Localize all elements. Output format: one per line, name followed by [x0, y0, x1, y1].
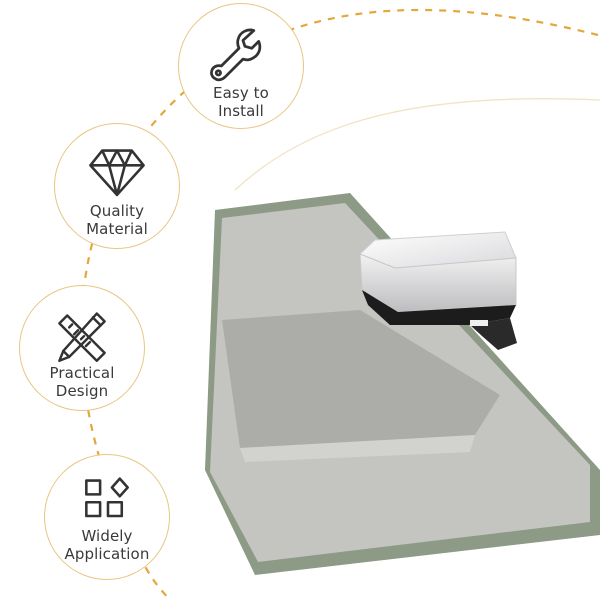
feature-label-line1: Practical	[49, 364, 115, 382]
product-circle-outline	[234, 98, 600, 191]
glass-clamp	[359, 231, 517, 350]
feature-label-line2: Material	[86, 220, 148, 238]
feature-label-line1: Widely	[81, 527, 133, 545]
feature-label-line2: Install	[218, 102, 264, 120]
feature-quality-material: Quality Material	[54, 123, 180, 249]
grid-shapes-icon	[85, 477, 129, 518]
wrench-icon	[210, 28, 262, 82]
diamond-icon	[89, 149, 145, 197]
clamp-gasket	[362, 290, 516, 325]
feature-practical-design: Practical Design	[19, 285, 145, 411]
feature-label-line1: Easy to	[213, 84, 269, 102]
feature-easy-to-install: Easy to Install	[178, 3, 304, 129]
feature-widely-application: Widely Application	[44, 454, 170, 580]
feature-label-line2: Design	[55, 382, 109, 400]
feature-label-line1: Quality	[89, 202, 145, 220]
feature-label-line2: Application	[64, 545, 150, 563]
pencil-ruler-icon	[58, 312, 106, 363]
glass-reflection	[222, 310, 500, 448]
